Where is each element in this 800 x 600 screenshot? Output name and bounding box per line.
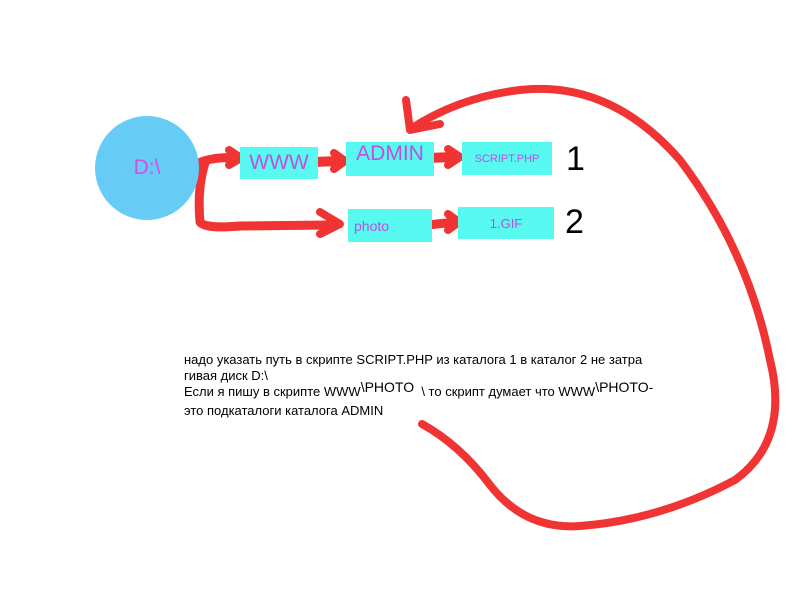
note-line-3-d: \PHOTO-: [595, 379, 654, 395]
arrowhead-www-to-admin: [330, 149, 349, 173]
arrowhead-disk-to-photo: [316, 208, 344, 238]
note-line-2: гивая диск D:\: [184, 368, 268, 383]
note-line-3-a: Если я пишу в скрипте WWW: [184, 384, 361, 399]
arrow-disk-to-photo: [194, 158, 333, 232]
admin-label: ADMIN: [356, 142, 424, 165]
note-line-1: надо указать путь в скрипте SCRIPT.PHP и…: [184, 352, 643, 367]
gif-file-node: 1.GIF: [458, 207, 554, 239]
label-two: 2: [565, 203, 584, 241]
arrowhead-admin-to-script: [444, 145, 464, 169]
arrow-photo-to-gif: [423, 217, 460, 230]
admin-folder-node: ADMIN: [346, 142, 434, 176]
arrowhead-loop: [402, 96, 444, 134]
note-line-4: это подкаталоги каталога ADMIN: [184, 403, 384, 418]
label-one: 1: [566, 140, 585, 178]
photo-label: photo: [354, 217, 390, 234]
gif-label: 1.GIF: [489, 215, 523, 231]
loop-arrow-to-admin: [408, 84, 780, 531]
www-folder-node: WWW: [240, 147, 318, 179]
disk-label: D:\: [133, 156, 161, 179]
script-file-node: SCRIPT.PHP: [462, 142, 552, 175]
note-line-3-c: \ то скрипт думает что WWW: [414, 384, 596, 399]
note-line-3: Если я пишу в скрипте WWW\PHOTO \ то скр…: [184, 380, 653, 400]
note-line-3-b: \PHOTO: [360, 379, 415, 395]
disk-node: D:\: [95, 116, 199, 220]
script-label: SCRIPT.PHP: [474, 152, 540, 165]
photo-folder-node: photo: [348, 209, 432, 242]
www-label: WWW: [249, 151, 309, 174]
